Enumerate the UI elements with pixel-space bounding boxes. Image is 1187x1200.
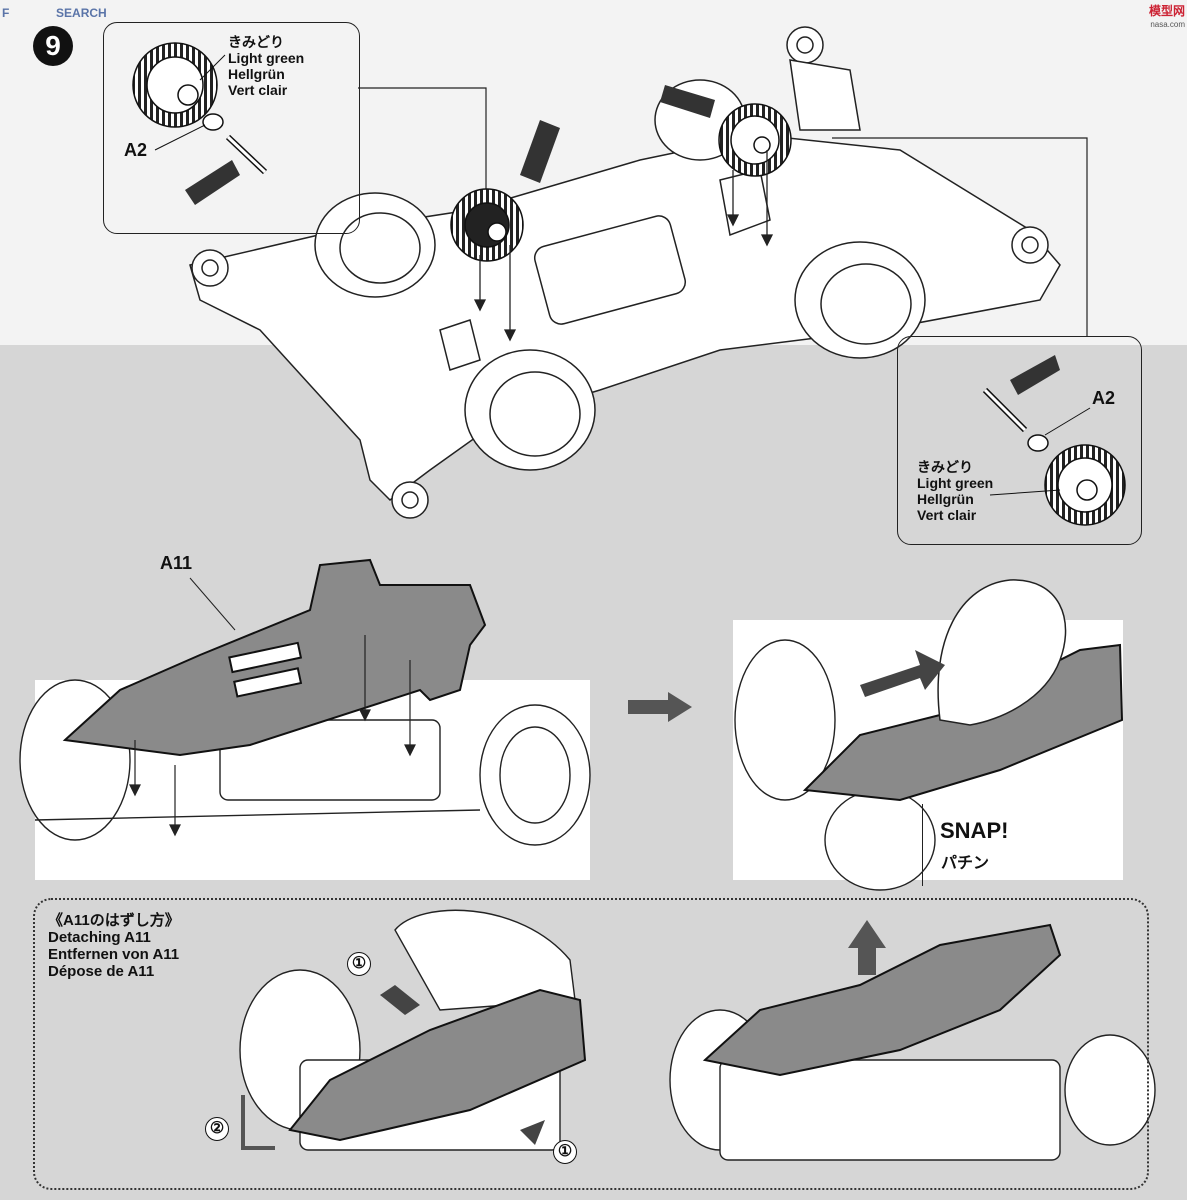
a11-leader — [189, 577, 236, 631]
callout-right-gear — [897, 336, 1142, 545]
watermark-logo: F SEARCH — [2, 6, 107, 20]
color-fr: Vert clair — [917, 507, 977, 523]
push-arrow — [860, 650, 945, 697]
a11-body-detach-right — [702, 923, 1062, 1077]
detach-title-fr: Dépose de A11 — [48, 963, 155, 980]
snap-label: SNAP! — [940, 818, 1009, 843]
leader-line-right — [832, 137, 1088, 336]
color-fr: Vert clair — [228, 82, 288, 98]
color-jp: きみどり — [917, 459, 973, 475]
callout-top-gear — [103, 22, 360, 234]
pinch-arrows — [380, 985, 545, 1145]
step-number-badge: 9 — [33, 26, 73, 66]
color-de: Hellgrün — [228, 66, 285, 82]
color-jp: きみどり — [228, 34, 284, 50]
leader-line-top — [358, 87, 487, 200]
color-note-top: きみどり Light green Hellgrün Vert clair — [228, 34, 304, 98]
color-de: Hellgrün — [917, 491, 974, 507]
a11-body-left — [62, 558, 487, 757]
lift-arrow-left — [241, 1095, 275, 1150]
detach-right-drawing — [669, 1009, 1156, 1161]
a11-body-detach-left — [288, 988, 587, 1142]
gear-right — [718, 103, 792, 177]
part-label-a2-right: A2 — [1092, 388, 1116, 408]
detach-title-en: Detaching A11 — [48, 929, 151, 946]
corner-brand-logo: 模型网 nasa.com — [1148, 4, 1185, 29]
a11-insert-arrows — [129, 635, 416, 837]
gear-center — [450, 188, 524, 262]
detach-instructions-box — [33, 898, 1149, 1190]
callout-b-gear — [982, 355, 1126, 526]
step-marker-1-bottom: ① — [553, 1140, 577, 1164]
part-label-a11: A11 — [160, 553, 193, 573]
step-marker-2: ② — [205, 1117, 229, 1141]
callout-a-gear — [132, 42, 268, 205]
insertion-arrows — [473, 150, 774, 342]
detach-title-de: Entfernen von A11 — [48, 946, 180, 963]
chassis-drawing — [189, 26, 1061, 519]
color-en: Light green — [917, 475, 994, 491]
step-marker-1-top: ① — [347, 952, 371, 976]
detach-title-jp: 《A11のはずし方》 — [48, 912, 180, 929]
color-note-right: きみどり Light green Hellgrün Vert clair — [917, 459, 993, 523]
tool-shapes — [520, 85, 715, 183]
snap-label-jp: パチン — [941, 855, 990, 872]
part-label-a2-top: A2 — [124, 140, 148, 160]
next-step-arrow — [628, 692, 692, 722]
detach-heading: 《A11のはずし方》 Detaching A11 Entfernen von A… — [48, 912, 180, 980]
color-en: Light green — [228, 50, 305, 66]
snap-callout — [922, 804, 1073, 886]
finger-press — [937, 579, 1067, 726]
lift-up-arrow — [848, 920, 886, 975]
